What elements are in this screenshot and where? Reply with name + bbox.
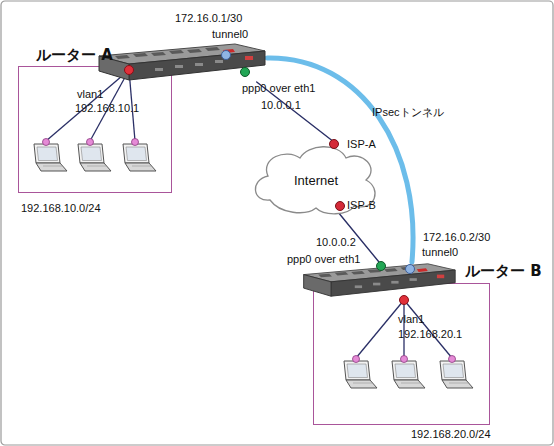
node-label: ルーター A	[36, 47, 113, 64]
interface-address-label: tunnel0	[212, 28, 248, 41]
lan-segment-box: 192.168.10.0/24	[18, 66, 172, 193]
interface-address-label: 172.16.0.2/30	[423, 231, 490, 244]
edge-label: ISP-B	[347, 199, 376, 212]
router-illustration	[95, 42, 267, 82]
interface-dot	[125, 51, 415, 305]
interface-address-label: ppp0 over eth1	[242, 82, 315, 95]
lan-segment-box: 192.168.20.0/24	[313, 283, 490, 425]
router-node: ルーター A	[95, 42, 267, 82]
interface-address-label: 10.0.0.1	[261, 99, 301, 112]
node-label: Internet	[294, 173, 338, 188]
node-label: 192.168.10.0/24	[21, 202, 101, 215]
interface-address-label: 192.168.10.1	[75, 102, 139, 115]
interface-address-label: 192.168.20.1	[398, 328, 462, 341]
edge-label: IPsecトンネル	[372, 106, 444, 119]
interface-address-label: vlan1	[398, 313, 424, 326]
interface-address-label: tunnel0	[422, 246, 458, 259]
interface-address-label: ppp0 over eth1	[287, 253, 360, 266]
router-node: ルーター B	[300, 262, 457, 298]
interface-address-label: vlan1	[77, 88, 103, 101]
node-label: ルーター B	[465, 263, 542, 280]
interface-address-label: 172.16.0.1/30	[175, 12, 242, 25]
router-illustration	[300, 262, 457, 298]
pc-port-dot	[43, 139, 456, 363]
interface-address-label: 10.0.0.2	[316, 236, 356, 249]
edge-label: ISP-A	[347, 138, 376, 151]
node-label: 192.168.20.0/24	[411, 428, 491, 441]
lan-wires	[46, 70, 452, 358]
